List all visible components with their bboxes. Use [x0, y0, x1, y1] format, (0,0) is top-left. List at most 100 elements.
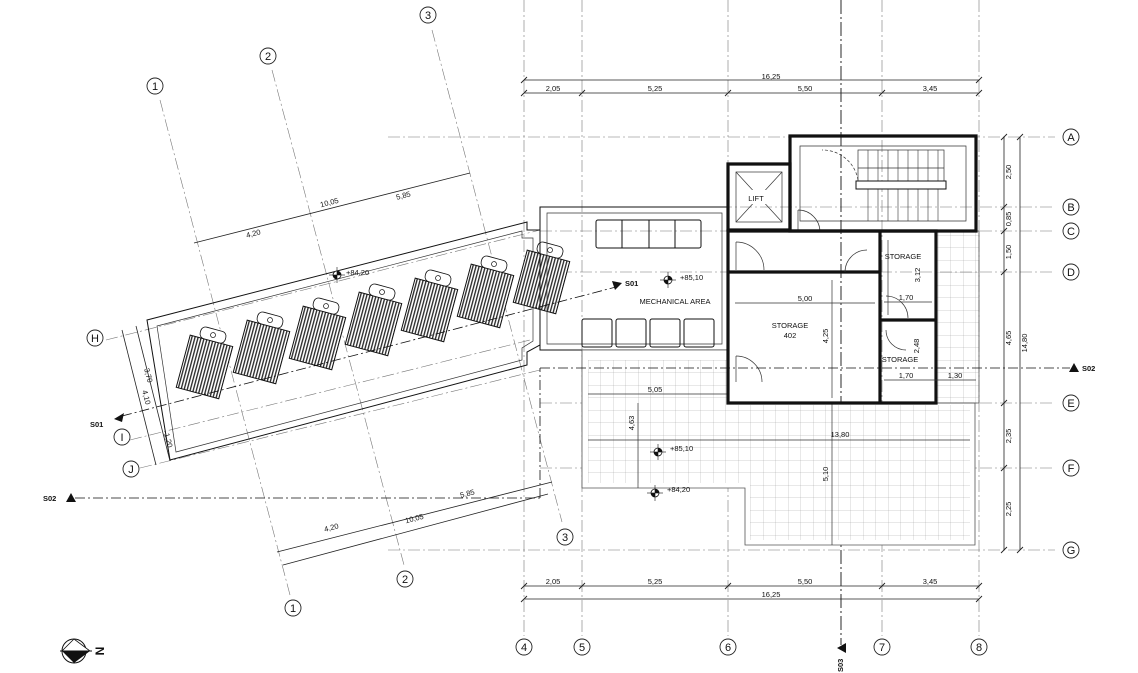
solar-panel-icon: [456, 255, 515, 329]
grid-bubble-d: D: [1067, 267, 1075, 279]
mechanical-area-label: MECHANICAL AREA: [640, 297, 711, 306]
mechanical-units-bottom: [581, 318, 715, 348]
grid-bubble-8: 8: [976, 642, 982, 654]
small-storage-width-dim: 1,70: [899, 293, 914, 302]
small-storage2-height-dim: 2,48: [912, 339, 921, 354]
grid-bubble-b: B: [1067, 202, 1074, 214]
terrace-width-dim: 13,80: [831, 430, 850, 439]
storage-width-dim: 5,00: [798, 294, 813, 303]
terrace-depth2-dim: 5,10: [821, 467, 830, 482]
grid-bubble-6: 6: [725, 642, 731, 654]
terrace-level-label: +85,10: [670, 444, 693, 453]
rot-top-dim-1: 4,20: [245, 227, 261, 239]
mechanical-units-top: [595, 219, 702, 249]
rot-bottom-dim-2: 10,05: [404, 512, 424, 525]
north-arrow: N: [60, 638, 107, 664]
right-total-dim: 14,80: [1020, 334, 1029, 353]
grid-bubbles-rotated: 1 2 3 3 2 1 H I J: [86, 6, 574, 617]
solar-panel-icon: [512, 241, 571, 315]
section-arrow-icon: [114, 413, 124, 422]
small-storage2-width-dim: 1,70: [899, 371, 914, 380]
level-marker-icon: [647, 485, 663, 501]
solar-panel-icon: [400, 269, 459, 343]
right-dim-4: 4,65: [1004, 331, 1013, 346]
grid-bubble-bottom-1: 1: [290, 603, 296, 615]
level-marker-icon: [650, 444, 666, 460]
terrace: 13,80 5,05 4,63 5,10: [581, 230, 980, 546]
bottom-dimension-chain: 2,05 5,25 5,50 3,45 16,25: [520, 577, 983, 603]
grid-bubble-g: G: [1067, 545, 1076, 557]
grid-bubble-a: A: [1067, 132, 1075, 144]
lower-level-label: +84,20: [667, 485, 690, 494]
bottom-dim-4: 3,45: [923, 577, 938, 586]
right-dim-1: 2,50: [1004, 165, 1013, 180]
rot-left-dim-1: 3,70: [142, 367, 154, 383]
level-marker-icon: [660, 272, 676, 288]
mech-level-label: +85,10: [680, 273, 703, 282]
top-dimension-chain: 16,25 2,05 5,25 5,50 3,45: [520, 72, 983, 97]
terrace-depth-dim: 4,63: [627, 416, 636, 431]
bottom-dim-2: 5,25: [648, 577, 663, 586]
right-dim-6: 2,25: [1004, 502, 1013, 517]
top-dim-4: 3,45: [923, 84, 938, 93]
section-s01-left: S01: [90, 420, 103, 429]
section-s02-right: S02: [1082, 364, 1095, 373]
section-s03: S03: [836, 659, 845, 672]
right-dim-2: 0,85: [1004, 212, 1013, 227]
grid-bubble-j: J: [128, 464, 134, 476]
storage-small1-label: STORAGE: [885, 252, 922, 261]
grid-bubble-f: F: [1068, 463, 1075, 475]
top-total-dim: 16,25: [762, 72, 781, 81]
bottom-dim-1: 2,05: [546, 577, 561, 586]
grid-bubble-5: 5: [579, 642, 585, 654]
rot-left-dim-2: 4,10: [140, 389, 152, 405]
rot-left-dim-3: 1,20: [162, 432, 174, 448]
grid-bubbles-letters: A B C D E F G: [1062, 128, 1080, 559]
bottom-dim-3: 5,50: [798, 577, 813, 586]
right-dim-3: 1,50: [1004, 245, 1013, 260]
storage-depth-dim: 4,25: [821, 329, 830, 344]
grid-bubble-bottom-3: 3: [562, 532, 568, 544]
right-dim-5: 2,35: [1004, 429, 1013, 444]
top-dim-3: 5,50: [798, 84, 813, 93]
grid-bubble-top-2: 2: [265, 51, 271, 63]
section-s01-right: S01: [625, 279, 638, 288]
section-arrow-icon: [66, 493, 76, 502]
grid-bubble-i: I: [120, 432, 123, 444]
storage-main-number: 402: [784, 331, 797, 340]
grid-lines: [105, 0, 1055, 645]
north-label: N: [93, 647, 107, 656]
staircase: [821, 149, 947, 221]
level-marker-icon: [329, 267, 345, 283]
section-arrow-icon: [612, 281, 622, 290]
small-storage-height-dim: 3,12: [913, 268, 922, 283]
section-s02-left: S02: [43, 494, 56, 503]
rot-top-dim-3: 5,85: [395, 189, 411, 201]
side-width-dim: 1,30: [948, 371, 963, 380]
grid-bubble-top-3: 3: [425, 10, 431, 22]
grid-bubble-h: H: [91, 333, 99, 345]
storage-main-label: STORAGE: [772, 321, 809, 330]
top-dim-1: 2,05: [546, 84, 561, 93]
solar-panels: [175, 241, 571, 400]
solar-panel-icon: [344, 283, 403, 357]
bottom-total-dim: 16,25: [762, 590, 781, 599]
grid-bubble-7: 7: [879, 642, 885, 654]
solar-panel-icon: [232, 311, 291, 385]
rot-top-dim-2: 10,05: [319, 196, 339, 209]
building-core: LIFT 5,00 4,25 STORAGE 402 STORAGE 3,12 …: [726, 134, 978, 405]
grid-bubble-c: C: [1067, 226, 1075, 238]
solar-panel-icon: [175, 326, 234, 400]
grid-bubble-e: E: [1067, 398, 1074, 410]
lift-label: LIFT: [748, 194, 764, 203]
grid-bubble-top-1: 1: [152, 81, 158, 93]
top-dim-2: 5,25: [648, 84, 663, 93]
grid-bubble-bottom-2: 2: [402, 574, 408, 586]
right-dimension-chain: 2,50 0,85 1,50 4,65 2,35 2,25 14,80: [1000, 133, 1029, 554]
solar-panel-icon: [288, 297, 347, 371]
rot-bottom-dim-1: 4,20: [323, 521, 339, 533]
storage-small2-label: STORAGE: [882, 355, 919, 364]
terrace-left-dim: 5,05: [648, 385, 663, 394]
section-lines: S01 S01 S02 S02 S03: [43, 279, 1095, 672]
